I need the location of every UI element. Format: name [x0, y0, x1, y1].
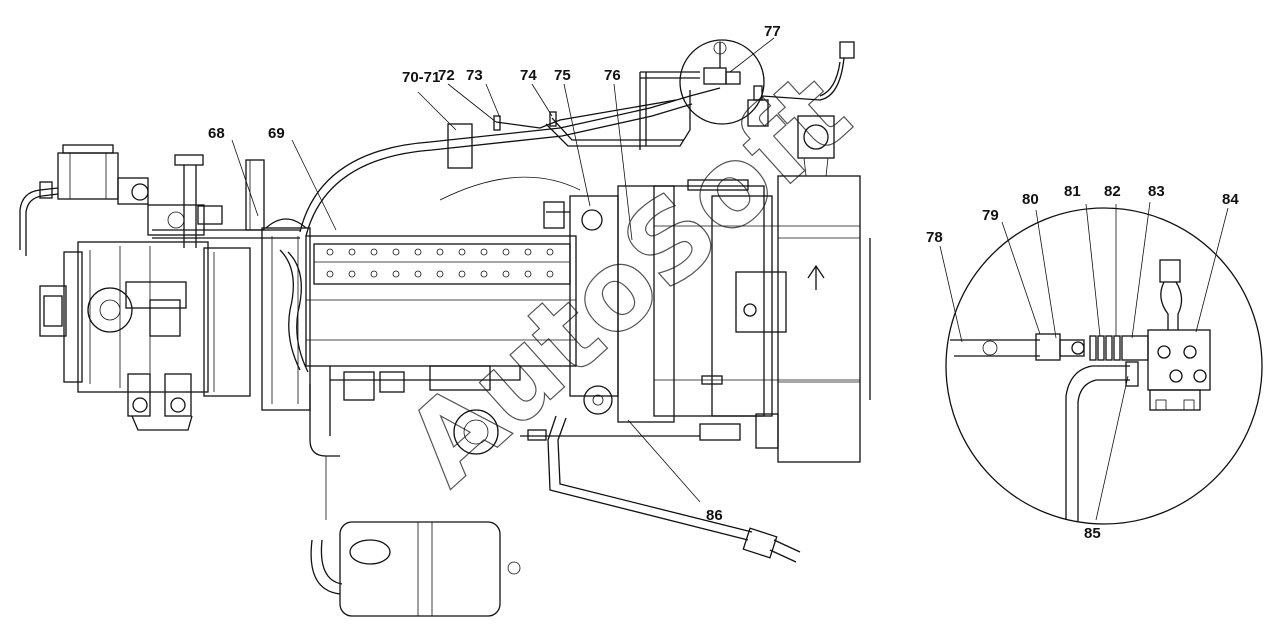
callout-73: 73 — [466, 67, 483, 84]
exhaust-pipe — [547, 415, 801, 563]
callout-69: 69 — [268, 125, 285, 142]
callout-75: 75 — [554, 67, 571, 84]
oil-filter-assembly — [453, 409, 779, 455]
callout-70-71: 70-71 — [402, 69, 440, 86]
fan-shroud — [687, 115, 871, 463]
hydraulic-pump — [19, 144, 205, 256]
callout-83: 83 — [1148, 183, 1165, 200]
bracket-68 — [152, 159, 300, 239]
callout-72: 72 — [438, 67, 455, 84]
callout-79: 79 — [982, 207, 999, 224]
callout-86: 86 — [706, 507, 723, 524]
callouts: 70-71 72 73 74 75 76 77 68 69 86 78 79 8… — [208, 23, 1239, 542]
callout-80: 80 — [1022, 191, 1039, 208]
callout-78: 78 — [926, 229, 943, 246]
cylinder-head-bolts — [326, 248, 554, 278]
bracket-70-71 — [447, 123, 473, 169]
callout-84: 84 — [1222, 191, 1239, 208]
callout-68: 68 — [208, 125, 225, 142]
callout-82: 82 — [1104, 183, 1121, 200]
callout-81: 81 — [1064, 183, 1081, 200]
transmission-unit — [39, 241, 251, 431]
callout-76: 76 — [604, 67, 621, 84]
detail-view-right — [945, 207, 1263, 525]
callout-74: 74 — [520, 67, 537, 84]
callout-85: 85 — [1084, 525, 1101, 542]
detail-circle-top — [679, 39, 855, 127]
air-cleaner — [309, 380, 521, 617]
leader-lines — [231, 37, 1229, 521]
radiator — [617, 185, 860, 423]
top-fuel-lines — [299, 71, 721, 237]
callout-77: 77 — [764, 23, 781, 40]
flywheel-housing — [261, 218, 311, 411]
